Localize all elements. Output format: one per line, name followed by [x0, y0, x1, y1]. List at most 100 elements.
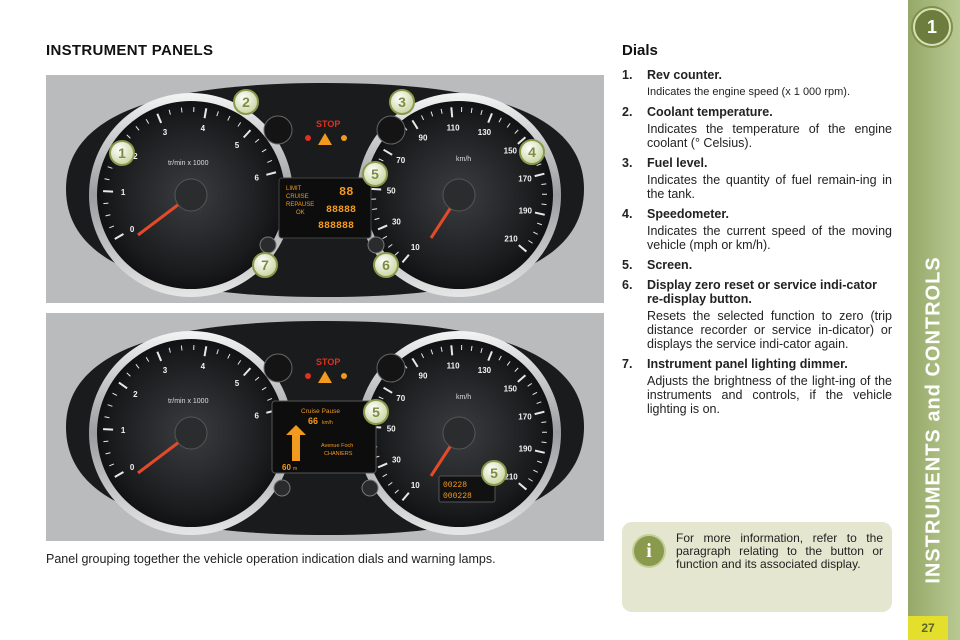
marker-3: 3 [389, 89, 415, 115]
dial-tick [487, 113, 493, 124]
item-title: Coolant temperature. [647, 105, 773, 119]
dial-tick [440, 346, 443, 352]
dial-tick [536, 401, 542, 405]
rev-hub [174, 178, 208, 212]
dial-tick-label: 190 [519, 444, 533, 453]
street-name-1: Avenue Foch [321, 443, 353, 449]
svg-text:5: 5 [490, 465, 498, 481]
dial-tick-label: 1 [121, 426, 126, 435]
dial-tick [180, 345, 183, 351]
svg-text:5: 5 [372, 404, 380, 420]
speed-hub [442, 416, 476, 450]
cruise-speed-value: 66 [308, 416, 318, 426]
dial-tick [401, 254, 410, 264]
dial-tick [383, 148, 393, 156]
dial-tick-label: 70 [396, 394, 405, 403]
dial-tick [242, 129, 252, 139]
dial-tick [383, 386, 393, 394]
dial-tick [534, 211, 545, 216]
dial-tick [536, 222, 542, 226]
hazard-triangle-icon [318, 371, 332, 383]
amber-warning-lamp [341, 135, 347, 141]
list-item: 3.Fuel level. Indicates the quantity of … [622, 156, 892, 201]
dial-tick [514, 129, 519, 134]
dial-tick-label: 90 [419, 133, 428, 142]
red-warning-lamp [305, 135, 311, 141]
dial-tick [104, 178, 110, 181]
dial-tick [411, 357, 419, 368]
dial-tick [387, 243, 393, 248]
zero-reset-button[interactable] [361, 479, 379, 497]
dial-tick [114, 471, 124, 478]
item-description: Indicates the current speed of the movin… [647, 224, 892, 252]
page-number: 27 [908, 616, 948, 640]
dial-tick-label: 170 [518, 175, 532, 184]
dial-tick [168, 347, 171, 353]
dial-tick [109, 463, 115, 467]
item-number: 3. [622, 156, 633, 170]
street-name-2: CHANIERS [324, 451, 353, 457]
dial-tick-label: 6 [254, 411, 259, 420]
dial-tick [517, 374, 527, 383]
dial-tick [534, 449, 545, 454]
info-text: For more information, refer to the parag… [676, 531, 883, 571]
item-title: Screen. [647, 258, 693, 272]
speed-hub [442, 178, 476, 212]
lighting-dimmer-button[interactable] [259, 236, 277, 254]
dial-tick [112, 392, 118, 396]
dial-tick [267, 397, 273, 401]
fuel-gauge [376, 115, 406, 145]
dial-tick [541, 203, 547, 206]
svg-text:1: 1 [118, 145, 126, 161]
dial-tick [534, 410, 545, 416]
dials-heading: Dials [622, 42, 658, 59]
dial-tick [105, 452, 111, 455]
item-description: Adjusts the brightness of the light-ing … [647, 374, 892, 416]
dial-tick-label: 130 [478, 128, 492, 137]
dial-tick [105, 214, 111, 217]
list-item: 2.Coolant temperature. Indicates the tem… [622, 105, 892, 150]
dial-tick [135, 364, 140, 369]
rev-hub [174, 416, 208, 450]
dial-tick [237, 360, 242, 365]
dial-tick [430, 349, 434, 355]
dial-tick-label: 10 [411, 243, 420, 252]
item-title: Fuel level. [647, 156, 708, 170]
item-title: Rev counter. [647, 68, 723, 82]
item-number: 6. [622, 278, 633, 292]
svg-text:7: 7 [261, 257, 269, 273]
dial-tick [227, 353, 231, 359]
dial-tick [261, 148, 267, 153]
svg-text:6: 6 [382, 257, 390, 273]
dial-tick [506, 361, 511, 366]
dial-tick [541, 421, 547, 424]
dial-tick [401, 492, 410, 502]
marker-7: 7 [252, 252, 278, 278]
zero-reset-button[interactable] [367, 236, 385, 254]
central-screen [278, 177, 372, 239]
item-title: Instrument panel lighting dimmer. [647, 357, 848, 371]
lighting-dimmer-button[interactable] [273, 479, 291, 497]
dial-tick [254, 376, 260, 381]
dial-tick [371, 187, 382, 191]
figure-caption: Panel grouping together the vehicle oper… [46, 552, 496, 566]
distance-value: 60 [282, 463, 291, 472]
dial-tick [394, 251, 399, 256]
marker-6: 6 [373, 252, 399, 278]
item-number: 7. [622, 357, 633, 371]
dial-tick [254, 138, 260, 143]
odometer-screen [438, 475, 496, 503]
coolant-gauge [263, 115, 293, 145]
dial-tick [145, 119, 150, 124]
dial-tick [480, 109, 483, 116]
chapter-number-badge: 1 [913, 8, 951, 46]
dial-tick [374, 217, 380, 221]
dial-tick [104, 416, 110, 419]
rev-unit-label: tr/min x 1000 [168, 160, 209, 167]
dial-tick [394, 489, 399, 494]
dial-tick [145, 357, 150, 362]
dial-tick-label: 150 [504, 146, 518, 155]
dial-tick [411, 119, 419, 130]
